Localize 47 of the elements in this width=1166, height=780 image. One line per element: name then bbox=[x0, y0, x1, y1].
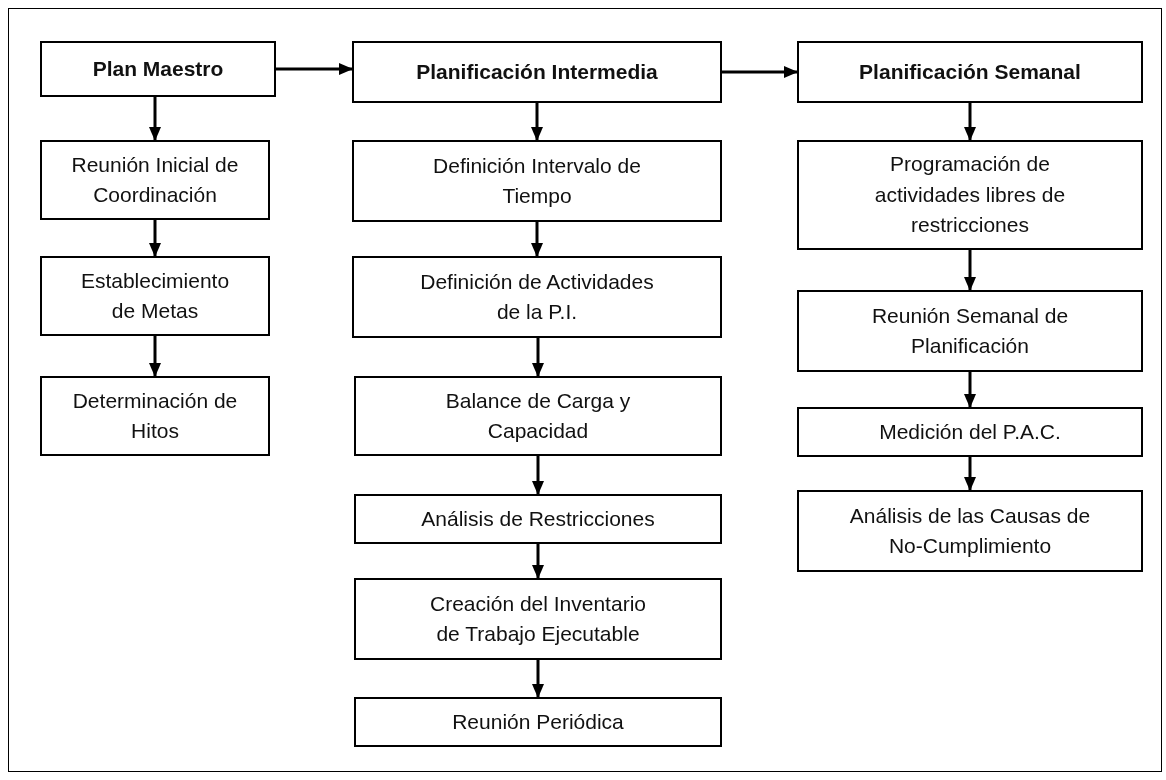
step-label: Establecimiento de Metas bbox=[79, 267, 231, 324]
stage-title: Planificación Semanal bbox=[859, 58, 1081, 85]
arrow bbox=[531, 103, 543, 141]
stage-box bbox=[797, 41, 1143, 103]
process-box bbox=[354, 697, 722, 747]
arrow bbox=[532, 456, 544, 495]
step-label: Programación de actividades libres de restricciones bbox=[873, 151, 1067, 239]
step-label: Reunión Periódica bbox=[452, 708, 624, 735]
process-box bbox=[354, 578, 722, 660]
process-box bbox=[797, 290, 1143, 372]
process-box bbox=[352, 256, 722, 338]
arrow bbox=[964, 457, 976, 491]
process-box bbox=[40, 256, 270, 336]
step-label: Determinación de Hitos bbox=[71, 387, 239, 444]
step-label: Definición Intervalo de Tiempo bbox=[432, 152, 642, 209]
stage-box bbox=[40, 41, 276, 97]
arrow bbox=[964, 250, 976, 291]
arrow bbox=[532, 660, 544, 698]
arrow bbox=[149, 220, 161, 257]
step-label: Reunión Semanal de Planificación bbox=[870, 302, 1070, 359]
process-box bbox=[40, 140, 270, 220]
step-label: Definición de Actividades de la P.I. bbox=[419, 268, 655, 325]
stage-title: Plan Maestro bbox=[92, 55, 224, 82]
process-box bbox=[40, 376, 270, 456]
arrow bbox=[722, 66, 798, 78]
arrow bbox=[532, 544, 544, 579]
arrow bbox=[964, 103, 976, 141]
step-label: Medición del P.A.C. bbox=[879, 418, 1061, 445]
process-box bbox=[797, 490, 1143, 572]
arrow bbox=[964, 372, 976, 408]
arrow bbox=[276, 63, 353, 75]
stage-title: Planificación Intermedia bbox=[416, 58, 658, 85]
arrow bbox=[531, 222, 543, 257]
step-label: Análisis de las Causas de No-Cumplimiento bbox=[849, 502, 1091, 559]
step-label: Reunión Inicial de Coordinación bbox=[70, 151, 240, 208]
process-box bbox=[352, 140, 722, 222]
process-box bbox=[797, 407, 1143, 457]
arrow bbox=[149, 336, 161, 377]
step-label: Balance de Carga y Capacidad bbox=[444, 387, 632, 444]
arrow bbox=[532, 338, 544, 377]
process-box bbox=[354, 494, 722, 544]
step-label: Creación del Inventario de Trabajo Ejecutable bbox=[429, 590, 647, 647]
arrow bbox=[149, 97, 161, 141]
process-box bbox=[797, 140, 1143, 250]
stage-box bbox=[352, 41, 722, 103]
process-box bbox=[354, 376, 722, 456]
step-label: Análisis de Restricciones bbox=[421, 505, 655, 532]
